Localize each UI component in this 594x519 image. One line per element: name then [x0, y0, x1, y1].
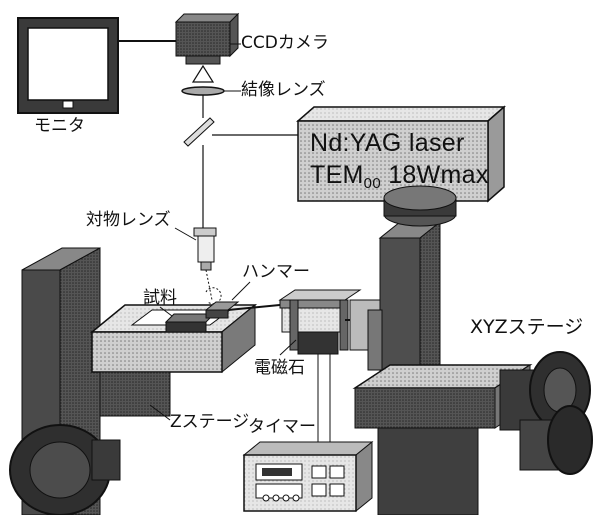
focus-line	[206, 270, 212, 300]
label-objective-lens: 対物レンズ	[86, 212, 171, 229]
label-z-stage: Zステージ	[170, 414, 249, 431]
label-monitor: モニタ	[34, 118, 85, 135]
label-xyz-stage: XYZステージ	[470, 318, 583, 337]
ccd-camera-device	[176, 14, 238, 64]
imaging-lens-device	[182, 87, 224, 95]
label-ccd-camera: CCDカメラ	[241, 35, 329, 52]
label-sample: 試料	[143, 290, 177, 307]
label-electromagnet: 電磁石	[254, 360, 305, 377]
label-imaging-lens: 結像レンズ	[241, 82, 326, 99]
xyz-stage-column	[380, 186, 456, 388]
xyz-stage-motors	[500, 352, 592, 474]
beam-splitter-mirror	[184, 118, 214, 146]
camera-cone	[193, 66, 213, 82]
laser-mode-subscript: 00	[364, 175, 381, 192]
label-timer: タイマー	[248, 419, 316, 436]
label-hammer: ハンマー	[242, 264, 310, 281]
timer-device	[244, 442, 372, 511]
xyz-stage-arm	[350, 300, 382, 370]
z-stage-motor	[10, 425, 120, 515]
objective-lens-device	[194, 228, 216, 270]
objective-leader	[175, 228, 196, 240]
laser-mode-prefix: TEM	[310, 161, 364, 189]
hammer-leader	[232, 282, 250, 300]
laser-label-line1: Nd:YAG laser	[310, 131, 465, 156]
laser-power: 18Wmax	[381, 161, 489, 189]
monitor-device	[18, 18, 118, 113]
laser-label-line2: TEM00 18Wmax	[310, 163, 489, 191]
